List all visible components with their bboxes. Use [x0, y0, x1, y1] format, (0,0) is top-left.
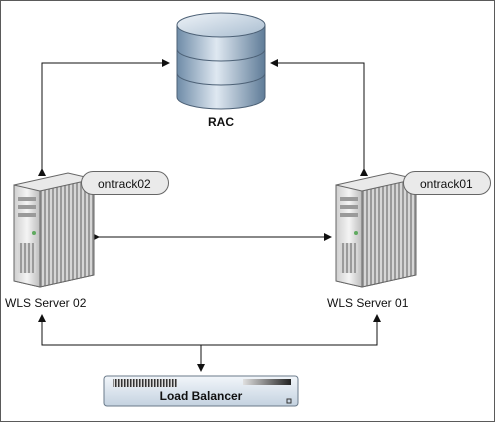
server-02-label: WLS Server 02 [5, 296, 87, 310]
load-balancer-icon [103, 375, 299, 407]
server-01-icon [335, 172, 417, 288]
server-02-hostname-tag: ontrack02 [81, 171, 169, 195]
database-label: RAC [208, 115, 234, 129]
link-server02-rac [38, 59, 170, 176]
server-01-hostname-tag: ontrack01 [403, 171, 491, 195]
link-server01-rac [270, 59, 368, 176]
link-lb-server02 [38, 314, 201, 346]
server-01-label: WLS Server 01 [327, 296, 409, 310]
link-lb-server01 [201, 314, 381, 346]
load-balancer-label: Load Balancer [159, 389, 243, 403]
database-icon [176, 12, 266, 110]
server-02-icon [13, 172, 95, 288]
